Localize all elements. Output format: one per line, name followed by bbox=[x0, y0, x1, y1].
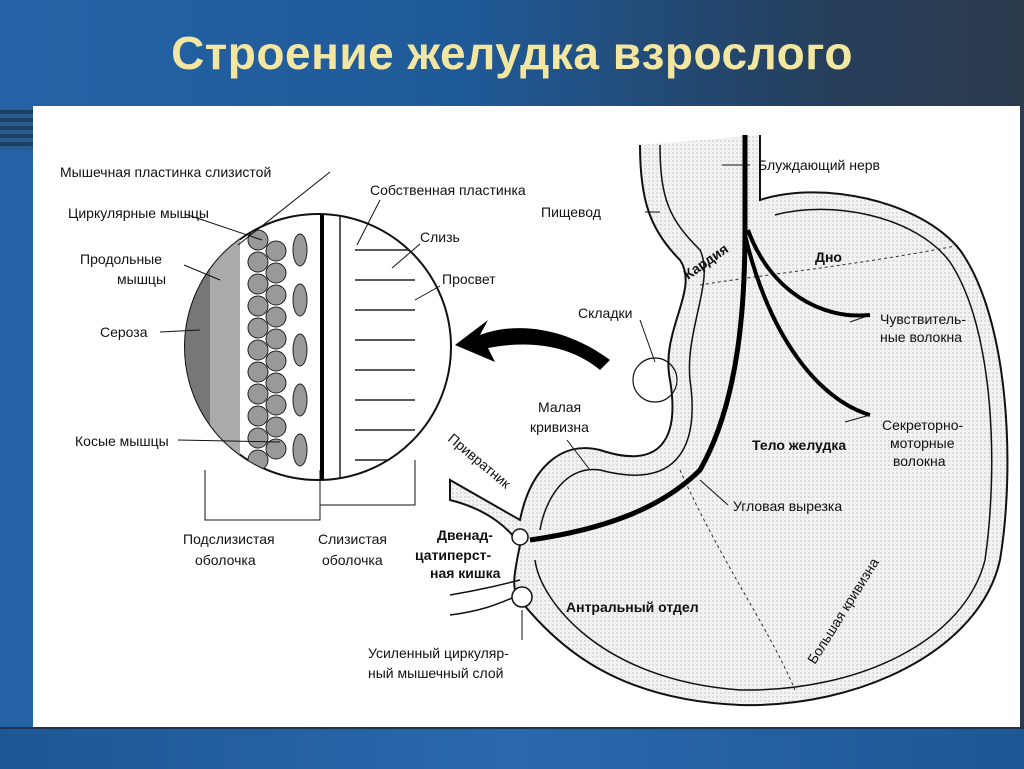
label-circular-muscles: Циркулярные мышцы bbox=[68, 205, 209, 221]
label-duodenum-3: ная кишка bbox=[430, 565, 501, 581]
label-mucosa-2: оболочка bbox=[322, 552, 383, 568]
label-secretory-2: моторные bbox=[890, 435, 955, 451]
label-lesser-curvature: Малая bbox=[538, 399, 581, 415]
label-sphincter: Усиленный циркуляр- bbox=[368, 645, 509, 661]
label-muscularis-mucosae: Мышечная пластинка слизистой bbox=[60, 164, 271, 180]
label-sphincter-2: ный мышечный слой bbox=[368, 665, 503, 681]
label-submucosa: Подслизистая bbox=[183, 531, 275, 547]
label-lumen: Просвет bbox=[442, 271, 496, 287]
label-duodenum: Двенад- bbox=[437, 527, 493, 543]
wall-magnified-circle bbox=[184, 213, 452, 521]
label-antrum: Антральный отдел bbox=[566, 599, 699, 615]
label-serosa: Сероза bbox=[100, 324, 148, 340]
decorative-stripes bbox=[0, 110, 33, 150]
label-mucus: Слизь bbox=[420, 229, 460, 245]
label-oblique-muscles: Косые мышцы bbox=[75, 433, 169, 449]
stomach-illustration bbox=[449, 135, 1009, 707]
slide-title: Строение желудка взрослого bbox=[171, 27, 853, 79]
label-sensory: Чувствитель- bbox=[880, 311, 966, 327]
label-sensory-2: ные волокна bbox=[880, 329, 962, 345]
label-body: Тело желудка bbox=[752, 437, 846, 453]
leader-lines bbox=[159, 164, 871, 640]
label-folds: Складки bbox=[578, 305, 632, 321]
label-longitudinal: Продольные bbox=[80, 251, 162, 267]
label-mucosa: Слизистая bbox=[318, 531, 387, 547]
label-lesser-curvature-2: кривизна bbox=[530, 419, 589, 435]
bottom-bar bbox=[0, 727, 1024, 769]
label-submucosa-2: оболочка bbox=[195, 552, 256, 568]
label-esophagus: Пищевод bbox=[541, 204, 601, 220]
label-lamina-propria: Собственная пластинка bbox=[370, 182, 526, 198]
label-fundus: Дно bbox=[815, 249, 842, 265]
label-longitudinal-2: мышцы bbox=[117, 271, 166, 287]
label-vagus: Блуждающий нерв bbox=[758, 157, 880, 173]
label-secretory: Секреторно- bbox=[882, 417, 963, 433]
label-secretory-3: волокна bbox=[893, 453, 946, 469]
label-angular-notch: Угловая вырезка bbox=[733, 498, 842, 514]
label-duodenum-2: цатиперст- bbox=[415, 547, 491, 563]
